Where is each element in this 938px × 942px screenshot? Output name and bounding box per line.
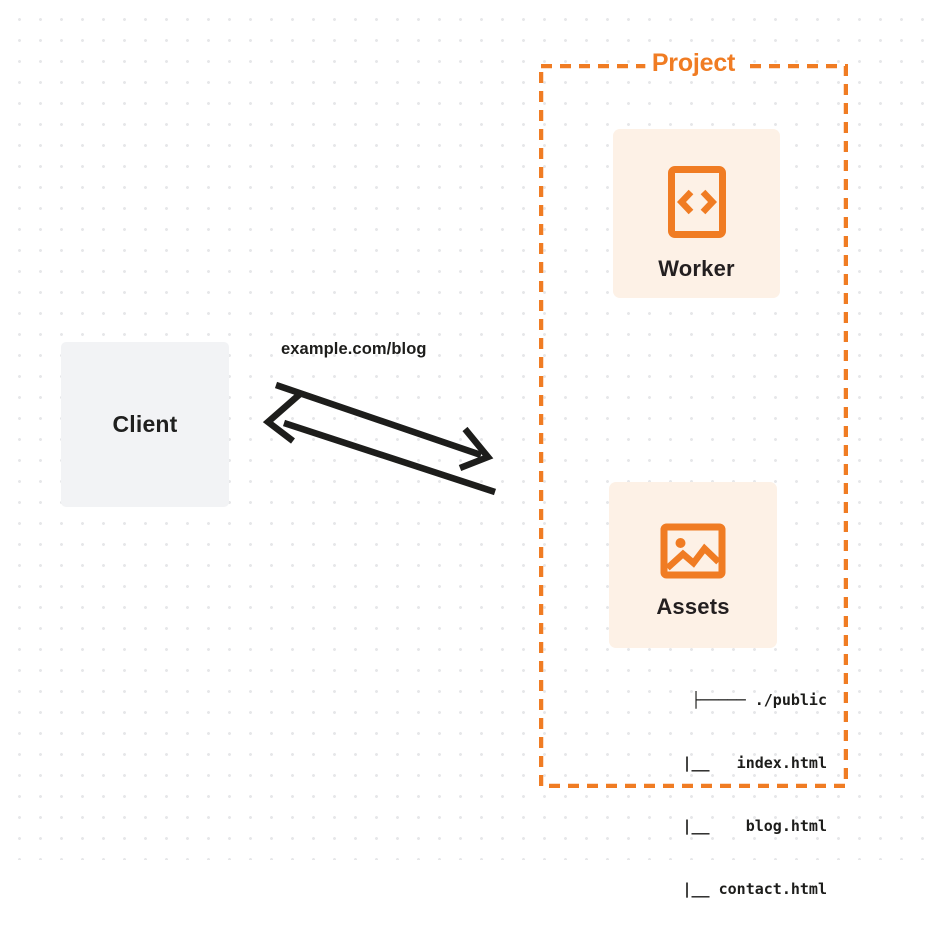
response-arrow: [262, 391, 497, 496]
diagram-canvas: Client example.com/blog Project: [0, 0, 938, 898]
client-node-label: Client: [112, 411, 178, 437]
file-tree-row: |__ index.html: [646, 754, 827, 772]
assets-node-label: Assets: [656, 594, 730, 619]
client-node[interactable]: Client: [61, 342, 229, 507]
assets-node[interactable]: Assets: [609, 482, 777, 648]
request-arrow: [274, 381, 494, 472]
worker-node[interactable]: Worker: [613, 129, 780, 298]
connection-url-label: example.com/blog: [281, 340, 427, 358]
project-title: Project: [644, 49, 743, 78]
image-icon: [660, 523, 726, 579]
project-group: Project Worker Assets: [539, 49, 848, 898]
assets-file-tree: ├───── ./public |__ index.html |__ blog.…: [582, 648, 827, 942]
file-tree-row: |__ blog.html: [646, 817, 827, 835]
code-brackets-icon: [667, 165, 727, 239]
worker-node-label: Worker: [658, 256, 735, 281]
file-tree-row: ├───── ./public: [691, 691, 827, 709]
file-tree-row: |__ contact.html: [646, 880, 827, 898]
